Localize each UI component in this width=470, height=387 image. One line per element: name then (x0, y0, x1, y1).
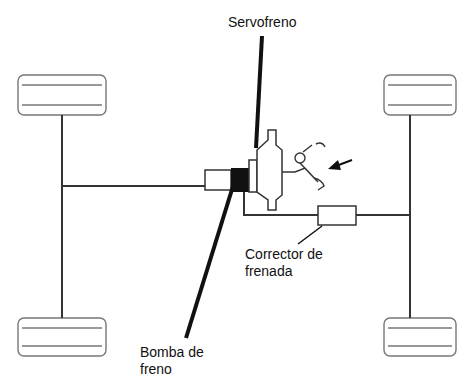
wheels (18, 75, 456, 356)
part-label: Servofreno (228, 14, 338, 31)
part-label: Corrector de frenada (245, 246, 350, 280)
leader-line (298, 226, 322, 244)
leader-line (186, 170, 238, 338)
brake-pedal (295, 143, 325, 190)
brake-lines (62, 115, 410, 318)
leader-line (256, 36, 262, 148)
wheel (384, 75, 456, 115)
wheel (18, 75, 106, 115)
part-label: Bomba de freno (140, 344, 220, 378)
rear-axle-line (409, 115, 411, 318)
front-brake-line (62, 185, 205, 187)
rear-brake-line (356, 214, 410, 216)
force-arrow (328, 160, 352, 170)
brake-corrector (318, 206, 356, 225)
reservoir (205, 170, 231, 190)
leader-lines (186, 36, 262, 338)
front-axle-line (61, 115, 63, 318)
wheel (18, 318, 106, 356)
wheel (384, 318, 456, 356)
